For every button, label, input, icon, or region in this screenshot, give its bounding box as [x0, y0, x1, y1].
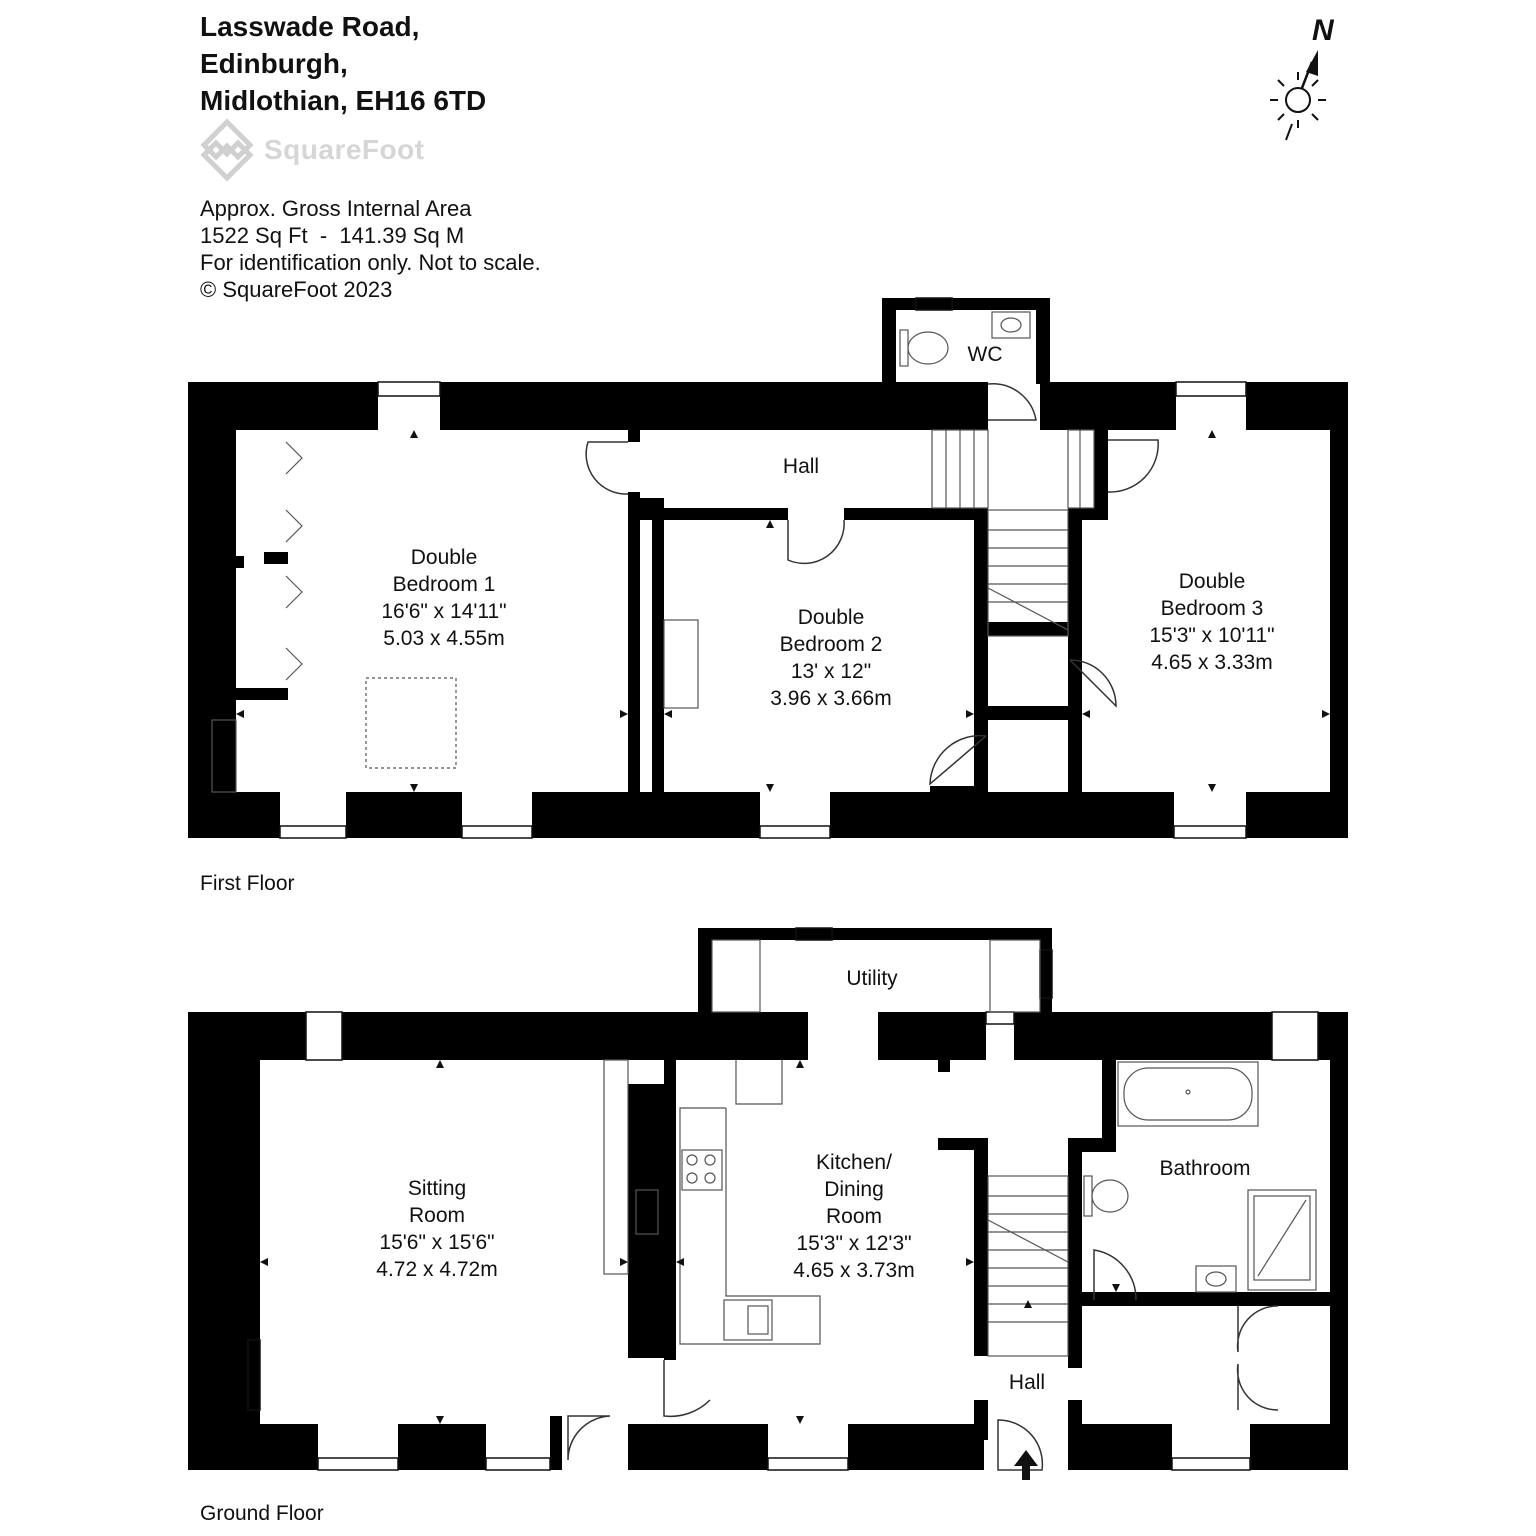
sitting-metric: 4.72 x 4.72m: [376, 1258, 497, 1281]
sitting-imperial: 15'6" x 15'6": [379, 1231, 494, 1254]
disclaimer: For identification only. Not to scale.: [200, 250, 541, 275]
kitchen-name-1: Kitchen/: [816, 1151, 892, 1174]
bed3-metric: 4.65 x 3.33m: [1151, 651, 1272, 674]
property-address: Lasswade Road, Edinburgh, Midlothian, EH…: [200, 8, 486, 119]
wc-label: WC: [968, 343, 1003, 366]
area-info: Approx. Gross Internal Area 1522 Sq Ft -…: [200, 195, 541, 303]
utility-label: Utility: [846, 967, 898, 990]
copyright: © SquareFoot 2023: [200, 277, 393, 302]
bed3-name-1: Double: [1179, 570, 1246, 593]
brand-name: SquareFoot: [264, 134, 425, 165]
bed2-name-2: Bedroom 2: [780, 633, 883, 656]
address-line-1: Lasswade Road,: [200, 11, 420, 42]
bed2-metric: 3.96 x 3.66m: [770, 687, 891, 710]
area-value: 1522 Sq Ft - 141.39 Sq M: [200, 223, 465, 248]
bed1-name-1: Double: [411, 546, 478, 569]
kitchen-imperial: 15'3" x 12'3": [796, 1232, 911, 1255]
first-hall-label: Hall: [783, 455, 819, 478]
bed2-imperial: 13' x 12": [791, 660, 871, 683]
bed1-metric: 5.03 x 4.55m: [383, 627, 504, 650]
ground-floor-label: Ground Floor: [200, 1502, 324, 1525]
entrance-arrow-icon: [1014, 1450, 1038, 1480]
north-compass-icon: N: [1270, 14, 1335, 141]
kitchen-metric: 4.65 x 3.73m: [793, 1259, 914, 1282]
brand-logo: SquareFoot: [198, 118, 425, 182]
area-title: Approx. Gross Internal Area: [200, 196, 472, 221]
ground-floor-plan: Utility Sitting Room 15'6" x 15'6" 4.72 …: [188, 927, 1348, 1480]
address-line-3: Midlothian, EH16 6TD: [200, 85, 487, 116]
bed1-imperial: 16'6" x 14'11": [381, 600, 506, 623]
kitchen-name-2: Dining: [824, 1178, 884, 1201]
squarefoot-logo-icon: [200, 118, 254, 182]
address-line-2: Edinburgh,: [200, 48, 348, 79]
bathroom-label: Bathroom: [1159, 1157, 1250, 1180]
first-floor-walls: [188, 298, 1348, 838]
compass-label: N: [1312, 14, 1335, 47]
first-floor-label: First Floor: [200, 872, 295, 895]
ground-hall-label: Hall: [1009, 1371, 1045, 1394]
bed3-imperial: 15'3" x 10'11": [1149, 624, 1274, 647]
first-floor-plan: Double Bedroom 1 16'6" x 14'11" 5.03 x 4…: [188, 297, 1348, 839]
sitting-name-1: Sitting: [408, 1177, 466, 1200]
bed2-name-1: Double: [798, 606, 865, 629]
kitchen-name-3: Room: [826, 1205, 882, 1228]
bed3-name-2: Bedroom 3: [1161, 597, 1264, 620]
sitting-name-2: Room: [409, 1204, 465, 1227]
ground-floor-walls: [188, 928, 1348, 1470]
bed1-name-2: Bedroom 1: [393, 573, 496, 596]
